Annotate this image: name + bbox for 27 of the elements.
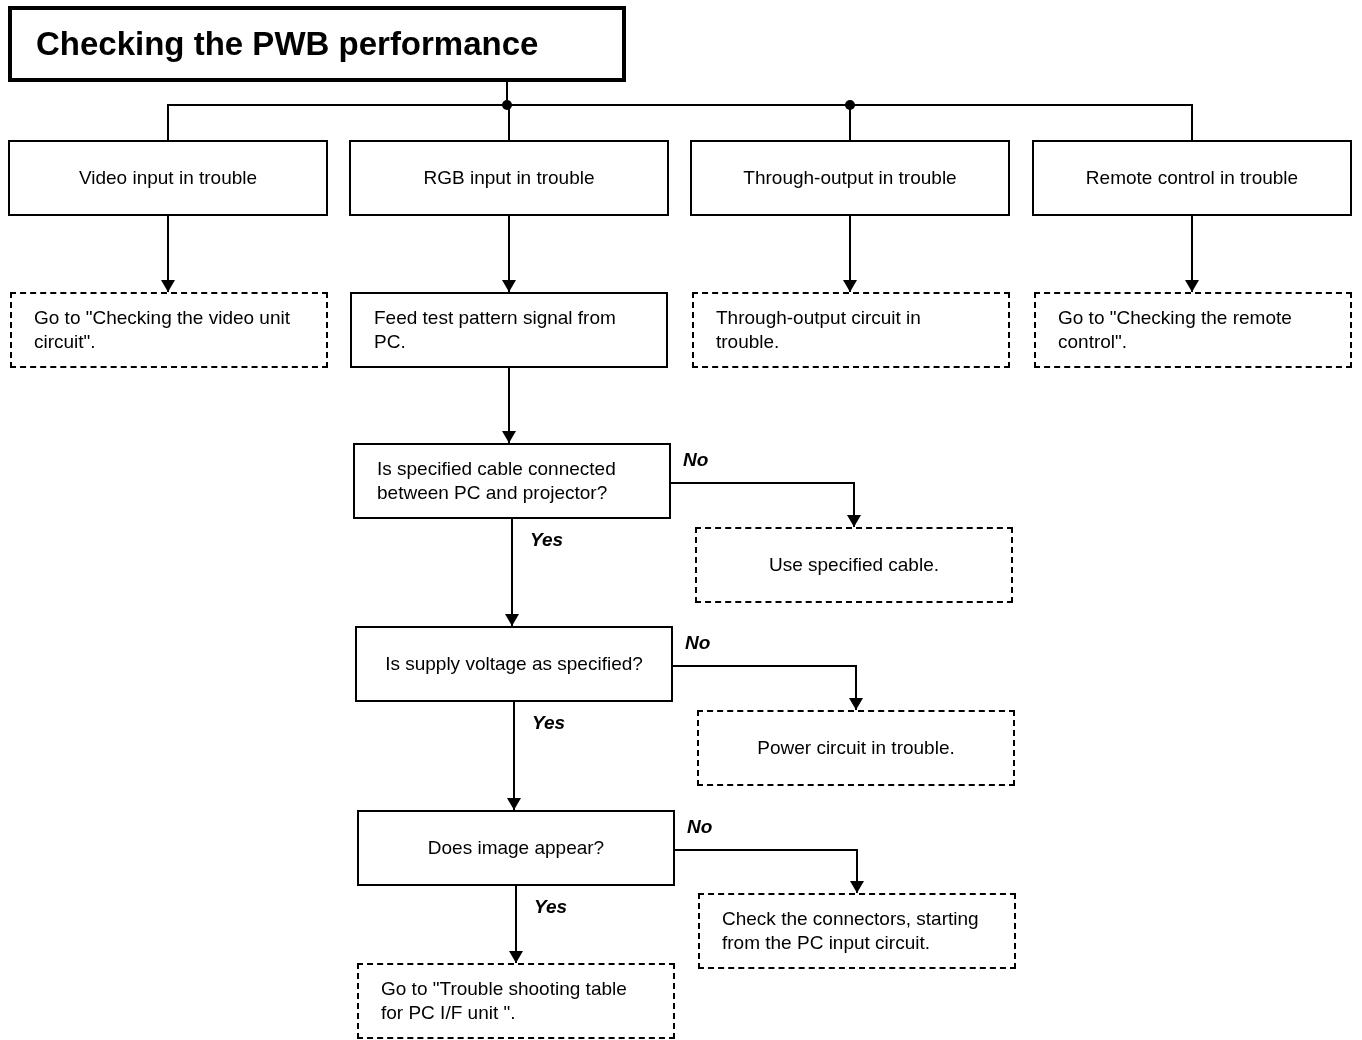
title-box: Checking the PWB performance	[8, 6, 626, 82]
result-box: Go to "Checking the remote control".	[1034, 292, 1352, 368]
arrow	[509, 885, 523, 964]
result-box: Through-output circuit in trouble.	[692, 292, 1010, 368]
arrow	[507, 701, 521, 811]
process-box: Feed test pattern signal from PC.	[350, 292, 668, 368]
arrow	[843, 215, 857, 293]
arrow	[672, 665, 863, 711]
process-box: Remote control in trouble	[1032, 140, 1352, 216]
arrow	[502, 367, 516, 444]
arrow	[1185, 215, 1199, 293]
arrow	[505, 518, 519, 627]
arrow	[161, 215, 175, 293]
process-box: Does image appear?	[357, 810, 675, 886]
process-box: Is specified cable connected between PC and projector?	[353, 443, 671, 519]
process-box: RGB input in trouble	[349, 140, 669, 216]
process-box: Is supply voltage as specified?	[355, 626, 673, 702]
process-box: Video input in trouble	[8, 140, 328, 216]
result-box: Use specified cable.	[695, 527, 1013, 603]
arrow	[670, 482, 861, 528]
result-box: Go to "Checking the video unit circuit".	[10, 292, 328, 368]
result-box: Power circuit in trouble.	[697, 710, 1015, 786]
arrow	[502, 215, 516, 293]
result-box: Check the connectors, starting from the PC input circuit.	[698, 893, 1016, 969]
arrow	[674, 849, 864, 894]
result-box: Go to "Trouble shooting table for PC I/F unit ".	[357, 963, 675, 1039]
process-box: Through-output in trouble	[690, 140, 1010, 216]
